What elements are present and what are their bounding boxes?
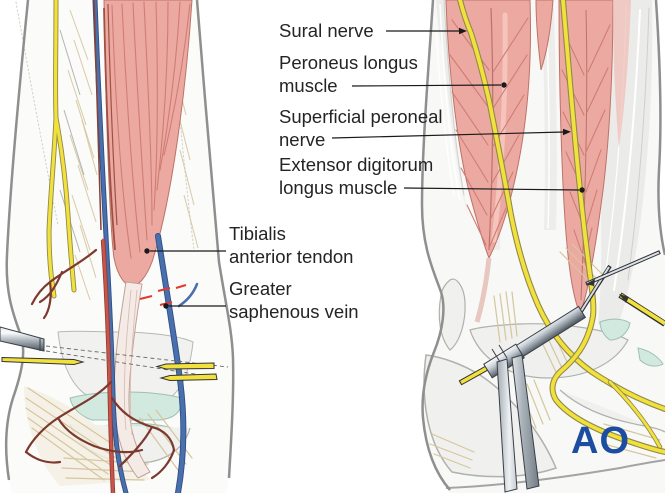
tibialis-anterior-muscle — [103, 0, 193, 479]
k-wire — [1, 356, 85, 366]
leader-arrow-sural-nerve — [459, 27, 467, 35]
label-text: Superficial peroneal — [279, 106, 443, 127]
k-wire — [159, 373, 218, 382]
k-wires-right — [585, 250, 665, 327]
label-greater-saphenous-vein: Greater saphenous vein — [229, 277, 359, 323]
arterial-network-left — [24, 248, 176, 480]
label-sural-nerve: Sural nerve — [279, 19, 374, 42]
wire-trajectory-dashed — [45, 350, 215, 378]
label-extensor-digitorum-longus-muscle: Extensor digitorum longus muscle — [279, 153, 433, 199]
sleeve-handle — [496, 354, 540, 493]
label-text: nerve — [279, 129, 326, 150]
left-leg-figure — [0, 0, 235, 493]
label-text: Greater — [229, 278, 292, 299]
label-superficial-peroneal-nerve: Superficial peroneal nerve — [279, 105, 443, 151]
label-text: Extensor digitorum — [279, 154, 434, 175]
k-wire — [155, 362, 215, 370]
leader-dot-greater-saphenous — [163, 303, 169, 309]
label-text: Peroneus longus — [279, 52, 418, 73]
label-text: Tibialis — [229, 223, 286, 244]
label-text: longus muscle — [279, 177, 398, 198]
ao-logo: AO — [571, 420, 630, 462]
drill-sleeve-left — [0, 326, 45, 352]
label-text: saphenous vein — [229, 301, 359, 322]
ligament-fans — [429, 243, 661, 469]
guide-wire — [460, 366, 487, 385]
right-leg-figure — [420, 0, 665, 493]
label-peroneus-longus-muscle: Peroneus longus muscle — [279, 51, 418, 97]
leader-arrow-superficial-peroneal — [563, 128, 571, 136]
ankle-bones-right — [423, 243, 665, 489]
sural-nerve-path — [457, 0, 665, 450]
wire-trajectory-dashed — [45, 345, 229, 368]
leader-lines — [144, 27, 585, 309]
leader-dot-tibialis-anterior — [144, 248, 150, 254]
label-text: muscle — [279, 75, 338, 96]
cartilage-band — [637, 347, 664, 367]
cartilage-band — [599, 318, 631, 341]
k-wires-left — [1, 356, 218, 382]
label-text: anterior tendon — [229, 246, 354, 267]
label-text: Sural nerve — [279, 20, 374, 41]
leader-dot-peroneus-longus — [501, 82, 507, 88]
drill-sleeve-right — [458, 264, 612, 386]
saphenous-nerve-path — [46, 0, 77, 299]
superficial-peroneal-nerve-path — [549, 0, 665, 455]
anterior-tibial-vessels — [92, 0, 129, 493]
leader-dot-extensor-digitorum — [579, 187, 585, 193]
label-tibialis-anterior-tendon: Tibialis anterior tendon — [229, 222, 353, 268]
